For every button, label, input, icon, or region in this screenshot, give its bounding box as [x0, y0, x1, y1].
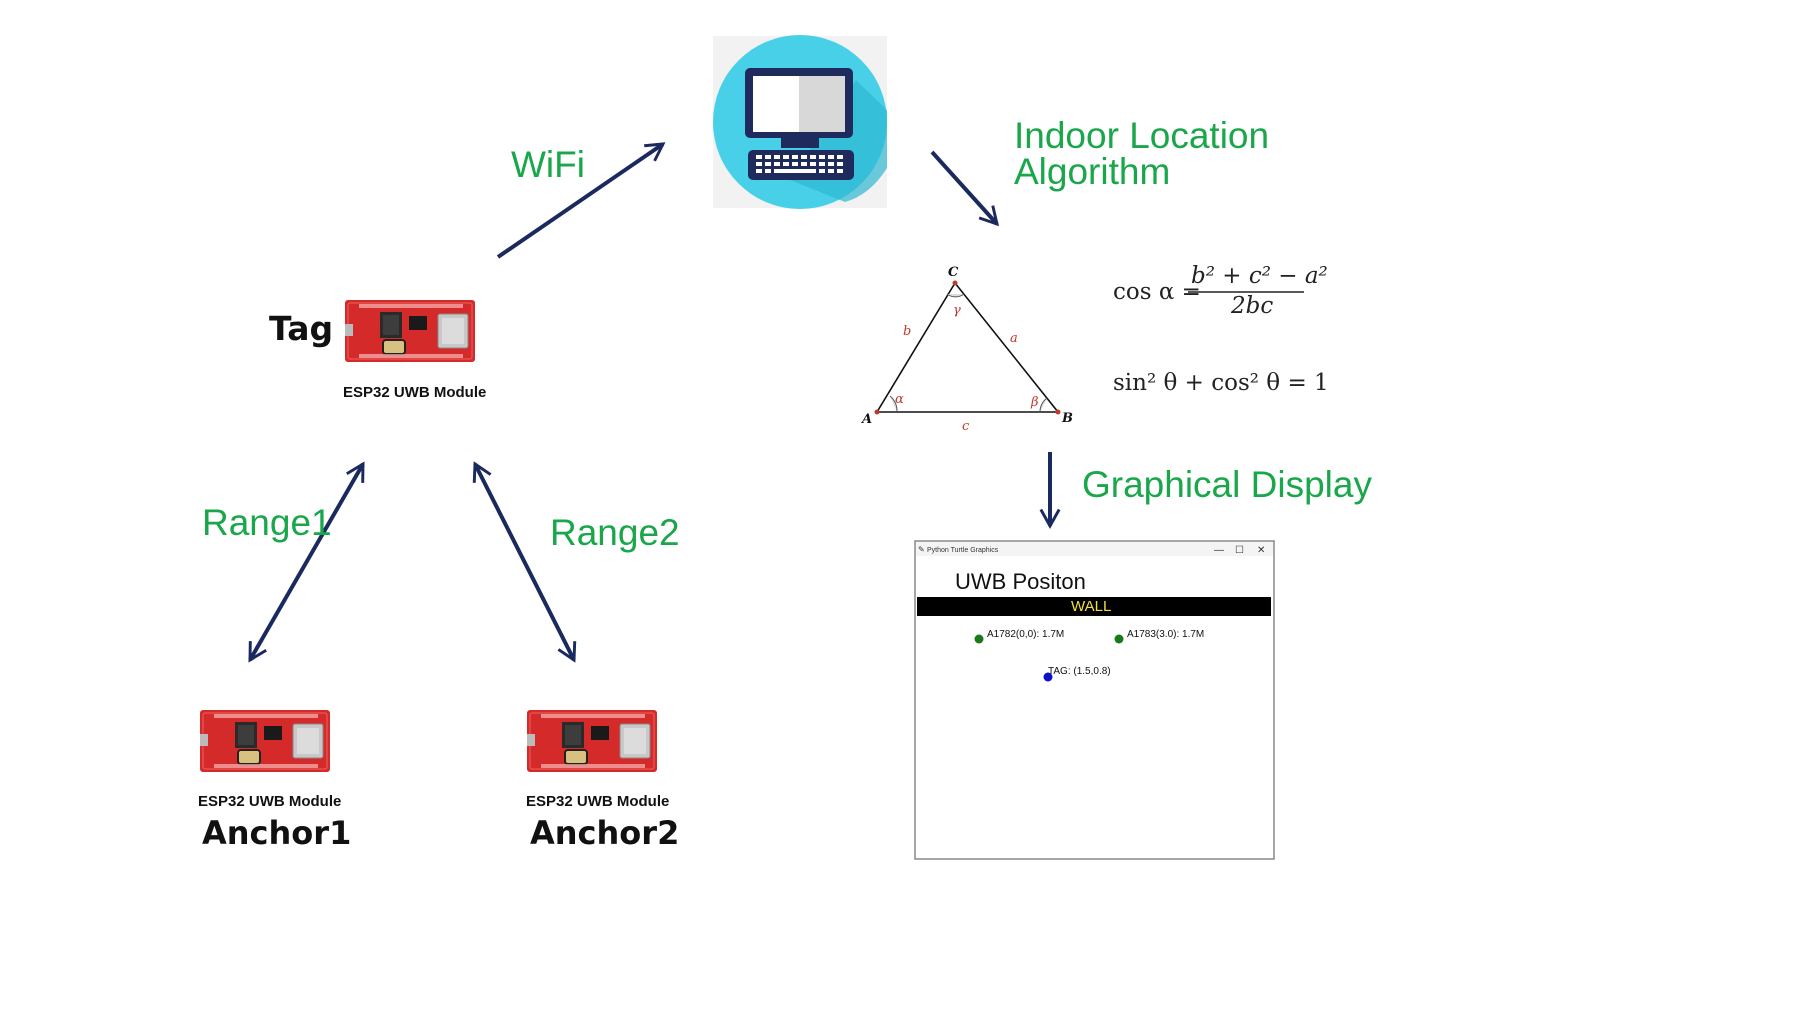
graphical-display-label: Graphical Display [1082, 464, 1372, 505]
computer-icon [713, 35, 887, 209]
algorithm-label-line2: Algorithm [1014, 151, 1170, 192]
anchor2-dot [1114, 634, 1124, 644]
anchor1-device: ESP32 UWB Module Anchor1 [198, 709, 351, 852]
close-button[interactable]: ✕ [1257, 545, 1265, 556]
arrows [248, 142, 1061, 663]
angle-gamma-label: γ [953, 303, 961, 318]
range1-arrow [248, 461, 365, 663]
tag-caption: ESP32 UWB Module [343, 384, 486, 401]
tag-device: Tag ESP32 UWB Module [269, 299, 486, 401]
esp32-board-icon [526, 709, 658, 773]
vertex-b-label: B [1061, 411, 1073, 426]
anchor2-point-label: A1783(3.0): 1.7M [1127, 629, 1204, 640]
pythagorean-identity: sin² θ + cos² θ = 1 [1113, 370, 1329, 396]
anchor2-name: Anchor2 [530, 814, 679, 852]
maximize-button[interactable]: ☐ [1235, 545, 1244, 556]
anchor1-name: Anchor1 [202, 814, 351, 852]
turtle-graphics-window: Python Turtle Graphics ✎ — ☐ ✕ UWB Posit… [914, 540, 1275, 860]
wall-bar [917, 597, 1271, 616]
side-a-label: a [1010, 331, 1018, 346]
tag-point-label: TAG: (1.5,0.8) [1048, 666, 1111, 677]
vertex-a-label: A [860, 412, 872, 427]
angle-alpha-label: α [895, 392, 904, 407]
minimize-button[interactable]: — [1214, 545, 1224, 556]
range2-arrow [472, 461, 577, 663]
anchor1-point-label: A1782(0,0): 1.7M [987, 629, 1064, 640]
esp32-board-icon [344, 299, 476, 363]
side-b-label: b [903, 324, 911, 339]
anchor2-device: ESP32 UWB Module Anchor2 [526, 709, 679, 852]
feather-icon: ✎ [918, 545, 925, 554]
law-of-cosines-numerator: b² + c² − a² [1191, 263, 1328, 289]
wifi-arrow [496, 142, 666, 259]
uwb-heading: UWB Positon [955, 569, 1086, 594]
anchor2-caption: ESP32 UWB Module [526, 793, 669, 810]
triangle-diagram: A B C a b c α β γ [860, 265, 1073, 434]
algorithm-arrow [930, 150, 1000, 227]
esp32-board-icon [199, 709, 331, 773]
vertex-c-label: C [948, 265, 959, 280]
anchor1-caption: ESP32 UWB Module [198, 793, 341, 810]
anchor1-dot [974, 634, 984, 644]
range2-label: Range2 [550, 512, 680, 553]
tag-dot [1043, 672, 1053, 682]
wall-label: WALL [1071, 598, 1111, 615]
angle-beta-label: β [1030, 395, 1039, 410]
range1-label: Range1 [202, 502, 332, 543]
law-of-cosines-denominator: 2bc [1230, 293, 1273, 319]
wifi-label: WiFi [511, 144, 585, 185]
window-title: Python Turtle Graphics [927, 547, 999, 554]
tag-name: Tag [269, 309, 333, 348]
algorithm-label-line1: Indoor Location [1014, 115, 1269, 156]
formulas: cos α = b² + c² − a² 2bc sin² θ + cos² θ… [1113, 263, 1329, 396]
side-c-label: c [962, 419, 970, 434]
law-of-cosines-lhs: cos α = [1113, 279, 1201, 305]
